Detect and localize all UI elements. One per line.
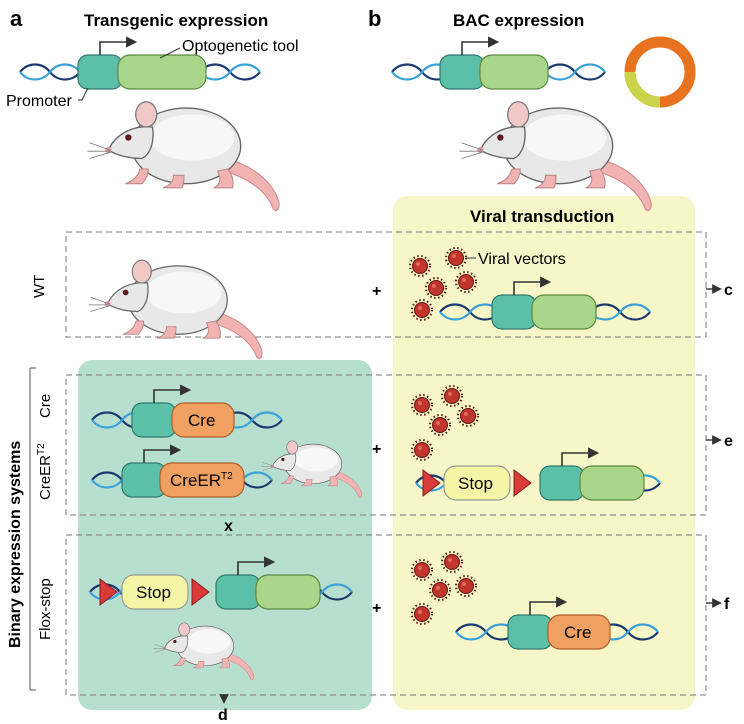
outcome-e: e — [724, 433, 733, 450]
cre-viral-construct: Stop — [414, 447, 662, 501]
creer-gene-label: CreERT2 — [170, 471, 233, 490]
floxstop-tool-block — [255, 574, 321, 610]
viral-transduction-title: Viral transduction — [470, 207, 614, 226]
binary-expression-title: Binary expression systems — [7, 441, 24, 648]
floxstop-viral-cre-block — [547, 614, 611, 650]
optogenetic-tool-label: Optogenetic tool — [182, 38, 299, 55]
cre-gene-block — [171, 402, 235, 438]
panel-b-title: BAC expression — [453, 11, 584, 30]
floxstop-plus: + — [372, 600, 381, 617]
cross-symbol: x — [224, 518, 233, 535]
cre-side-label: Cre — [37, 394, 54, 418]
wt-plus: + — [372, 283, 381, 300]
floxstop-side-label: Flox-stop — [37, 578, 54, 640]
promoter-label: Promoter — [6, 93, 72, 110]
bac-promoter-block — [439, 54, 485, 90]
floxstop-promoter-block — [215, 574, 261, 610]
creer-side-label: CreERT2 — [36, 443, 54, 500]
wt-row-box — [65, 231, 707, 338]
transgenic-construct — [18, 36, 262, 90]
creer-construct: CreERT2 — [90, 444, 274, 498]
panel-a-label: a — [10, 6, 23, 31]
floxstop-stop-label: Stop — [136, 583, 171, 602]
panel-a-title: Transgenic expression — [84, 11, 268, 30]
cre-viral-stop-label: Stop — [458, 474, 493, 493]
bac-tool-block — [479, 54, 549, 90]
floxstop-row-box — [65, 534, 707, 696]
floxstop-viral-construct: Cre — [454, 596, 660, 650]
cre-viral-promoter-block — [539, 465, 585, 501]
floxstop-construct: Stop — [88, 556, 354, 610]
cre-gene-label: Cre — [188, 411, 215, 430]
outcome-f: f — [724, 596, 730, 613]
wt-viral-construct — [438, 276, 652, 330]
viral-vectors-label: Viral vectors — [478, 251, 566, 268]
cre-construct: Cre — [90, 384, 284, 438]
creer-gene-block — [159, 462, 245, 498]
cre-row-box — [65, 374, 707, 516]
mouse-large-a — [86, 101, 280, 212]
promoter-block — [77, 54, 123, 90]
optogenetic-tool-block — [117, 54, 207, 90]
floxstop-stop-block — [121, 574, 189, 610]
cre-promoter-block — [131, 402, 177, 438]
outcome-c: c — [724, 282, 733, 299]
mouse-large-b — [458, 101, 652, 212]
mouse-wt — [87, 259, 263, 360]
floxstop-viral-cre-label: Cre — [564, 623, 591, 642]
outcome-d: d — [218, 707, 228, 724]
floxstop-viral-promoter-block — [507, 614, 553, 650]
cre-plus: + — [372, 441, 381, 458]
panel-b-label: b — [368, 6, 381, 31]
wt-label: WT — [31, 275, 48, 298]
wt-promoter-block — [491, 294, 537, 330]
bac-construct — [390, 36, 607, 90]
cre-viral-stop-block — [443, 465, 511, 501]
wt-tool-block — [531, 294, 597, 330]
cre-viral-tool-block — [579, 465, 645, 501]
bac-plasmid-icon — [624, 36, 696, 108]
